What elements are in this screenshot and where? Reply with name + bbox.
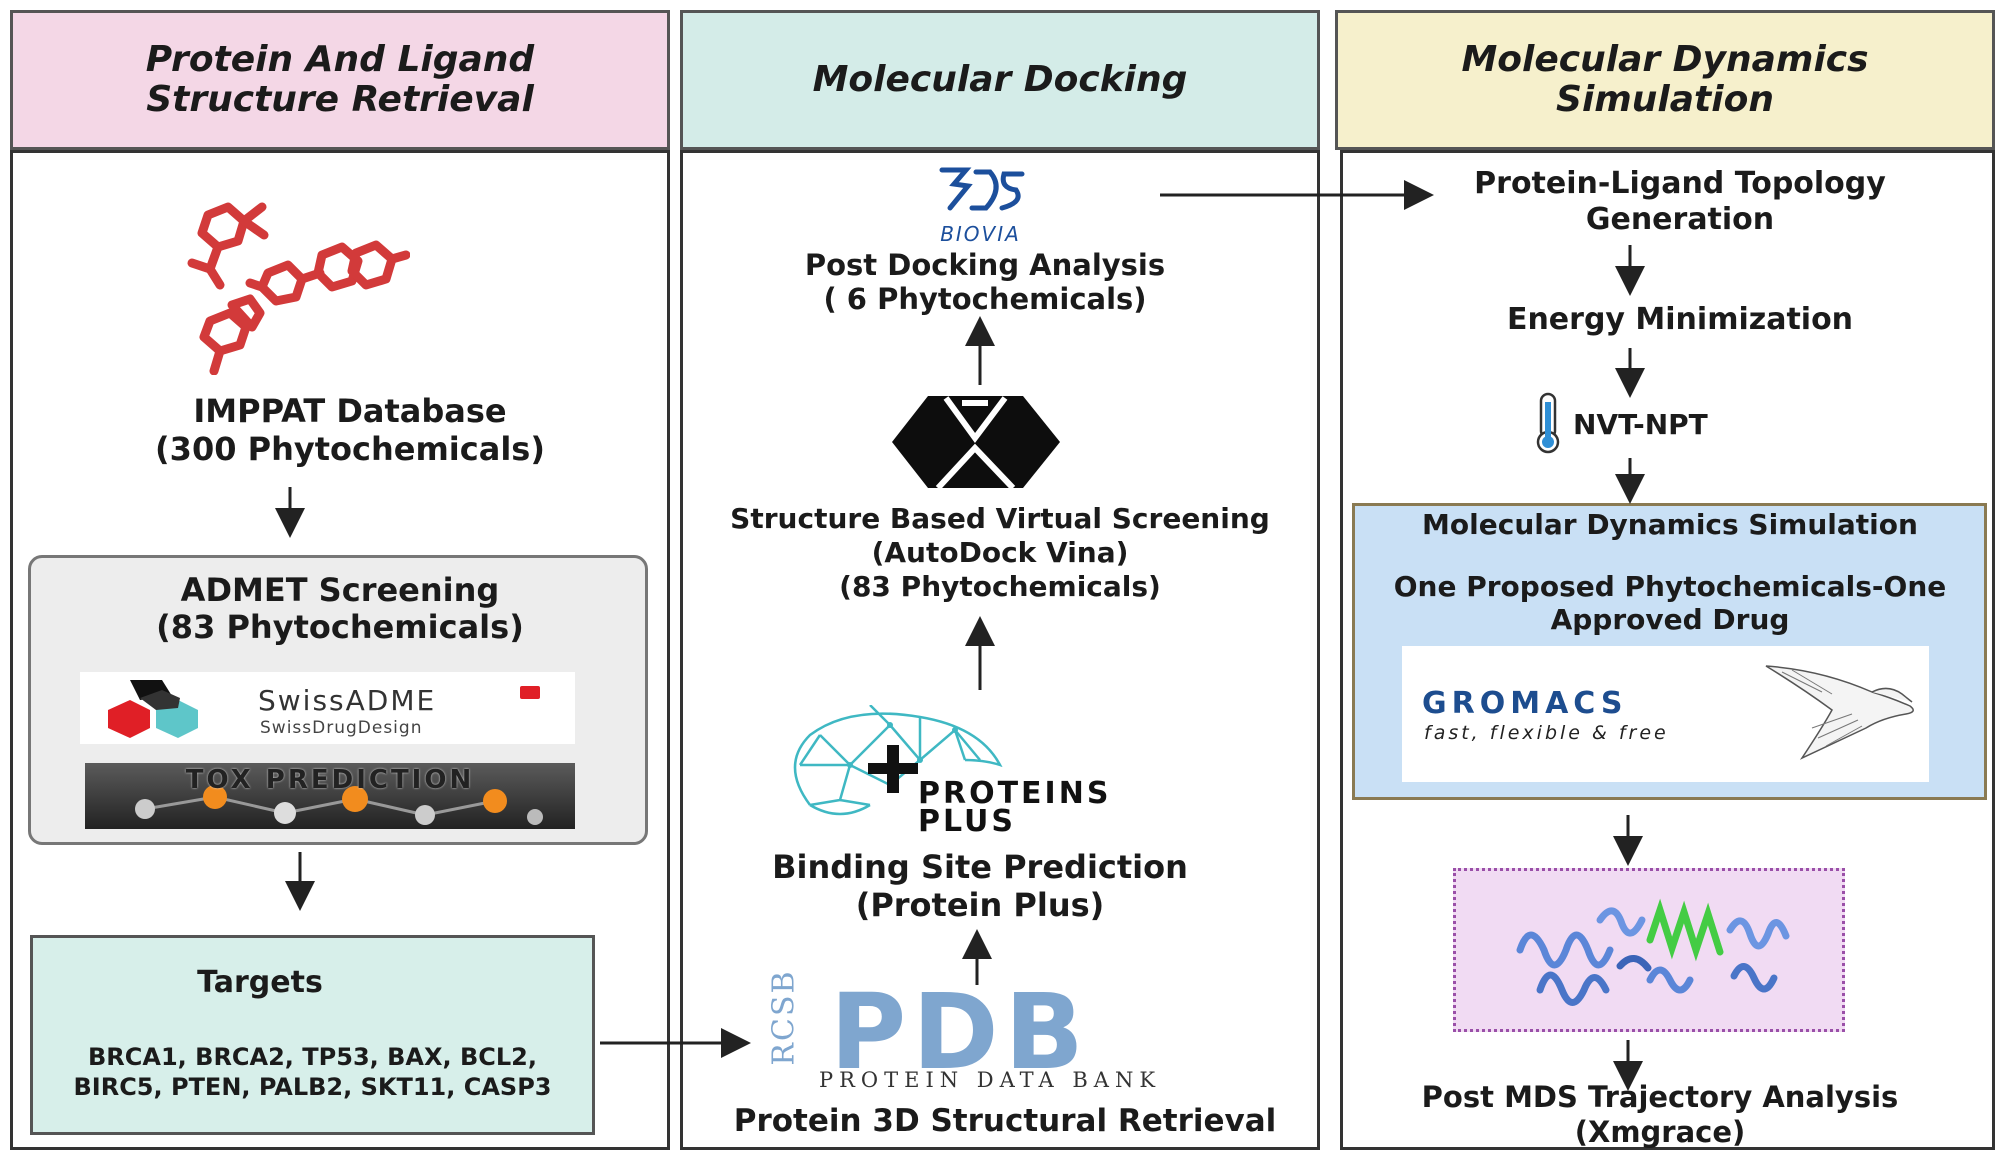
thermometer-icon	[1536, 392, 1560, 454]
tox-prediction-banner: TOX PREDICTION	[85, 763, 575, 829]
mds-subtitle: One Proposed Phytochemicals-One Approved…	[1393, 570, 1947, 636]
gromacs-logo: GROMACS fast, flexible & free	[1402, 646, 1929, 782]
protein-retrieval-label: Protein 3D Structural Retrieval	[733, 1103, 1277, 1139]
binding-site-label: Binding Site Prediction (Protein Plus)	[772, 848, 1188, 924]
targets-list: BRCA1, BRCA2, TP53, BAX, BCL2, BIRC5, PT…	[73, 1043, 552, 1101]
protein-ribbon-icon	[1516, 898, 1790, 1006]
proteins-plus-logo-text: PROTEINS PLUS	[918, 776, 1112, 839]
falcon-icon	[1765, 665, 1914, 760]
swissadme-hexagon-icon	[108, 680, 198, 738]
post-mds-label: Post MDS Trajectory Analysis (Xmgrace)	[1421, 1080, 1899, 1149]
gromacs-tagline: fast, flexible & free	[1424, 722, 1669, 744]
biovia-logo-text: BIOVIA	[940, 222, 1021, 246]
swissadme-logo: SwissADME SwissDrugDesign	[80, 672, 575, 744]
autodock-vina-logo-icon	[892, 396, 1060, 491]
phytochemical-molecule-icon	[187, 202, 410, 375]
right-panel-title: Molecular Dynamics Simulation	[1461, 39, 1869, 120]
sbvs-label: Structure Based Virtual Screening (AutoD…	[730, 502, 1270, 603]
swissadme-title: SwissADME	[258, 684, 437, 717]
left-panel-title: Protein And Ligand Structure Retrieval	[145, 39, 535, 120]
left-panel-header: Protein And Ligand Structure Retrieval	[10, 10, 670, 150]
admet-screening-label: ADMET Screening (83 Phytochemicals)	[156, 571, 524, 646]
proteins-plus-mesh-icon	[793, 705, 1003, 816]
pdb-logo-text: PDB	[830, 971, 1090, 1093]
targets-title: Targets	[197, 965, 323, 1000]
middle-panel-header: Molecular Docking	[680, 10, 1320, 150]
middle-panel-title: Molecular Docking	[812, 59, 1188, 100]
right-panel-header: Molecular Dynamics Simulation	[1335, 10, 1995, 150]
tox-prediction-text: TOX PREDICTION	[185, 765, 475, 795]
gromacs-title: GROMACS	[1422, 686, 1628, 721]
topology-generation-label: Protein-Ligand Topology Generation	[1474, 166, 1886, 237]
post-docking-label: Post Docking Analysis ( 6 Phytochemicals…	[804, 248, 1166, 316]
pdb-subtitle-text: PROTEIN DATA BANK	[818, 1068, 1162, 1092]
swissadme-badge-icon	[520, 686, 540, 699]
energy-minimization-label: Energy Minimization	[1506, 302, 1854, 337]
biovia-3ds-logo-icon	[939, 167, 1025, 211]
nvt-npt-label: NVT-NPT	[1573, 408, 1708, 441]
imppat-database-label: IMPPAT Database (300 Phytochemicals)	[155, 392, 545, 468]
tox-molecule-icon	[135, 785, 543, 825]
swissadme-subtitle: SwissDrugDesign	[260, 718, 423, 738]
targets-box	[30, 935, 595, 1135]
mds-title: Molecular Dynamics Simulation	[1422, 508, 1918, 541]
middle-panel-body	[680, 150, 1320, 1150]
